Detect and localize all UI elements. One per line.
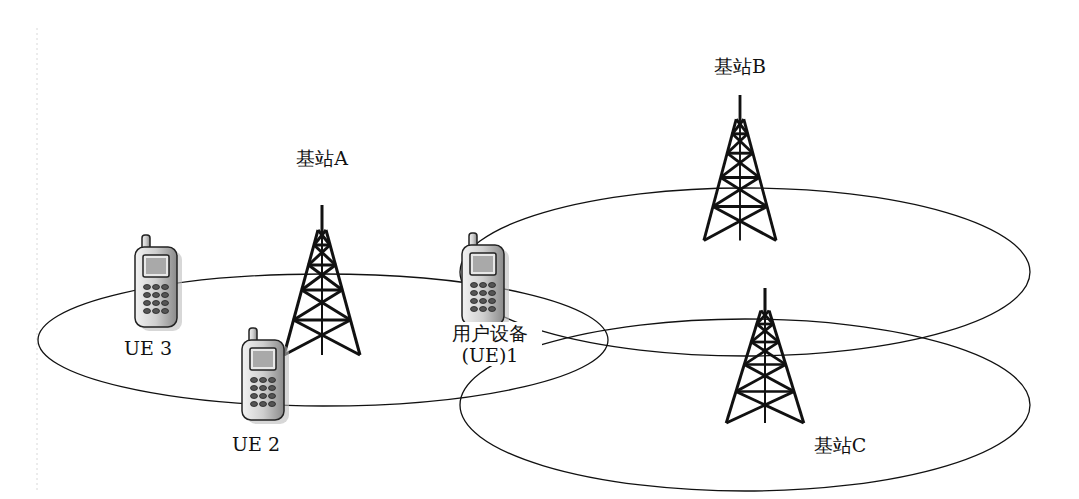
tower-icon <box>284 205 360 355</box>
station-label: 基站C <box>812 434 869 456</box>
station-label: UE 2 <box>230 433 282 455</box>
station-label: 用户设备 (UE)1 <box>438 322 542 366</box>
station-label: 基站A <box>294 147 350 169</box>
phone-icon <box>462 233 509 329</box>
coverage-area <box>460 319 1030 491</box>
station-label: UE 3 <box>122 337 174 359</box>
margin-line <box>37 28 38 492</box>
coverage-area <box>460 188 1030 356</box>
phone-icon <box>242 328 289 424</box>
tower-icon <box>704 95 776 241</box>
station-label: 基站B <box>712 55 768 77</box>
phone-icon <box>135 235 182 331</box>
tower-icon <box>726 288 804 423</box>
